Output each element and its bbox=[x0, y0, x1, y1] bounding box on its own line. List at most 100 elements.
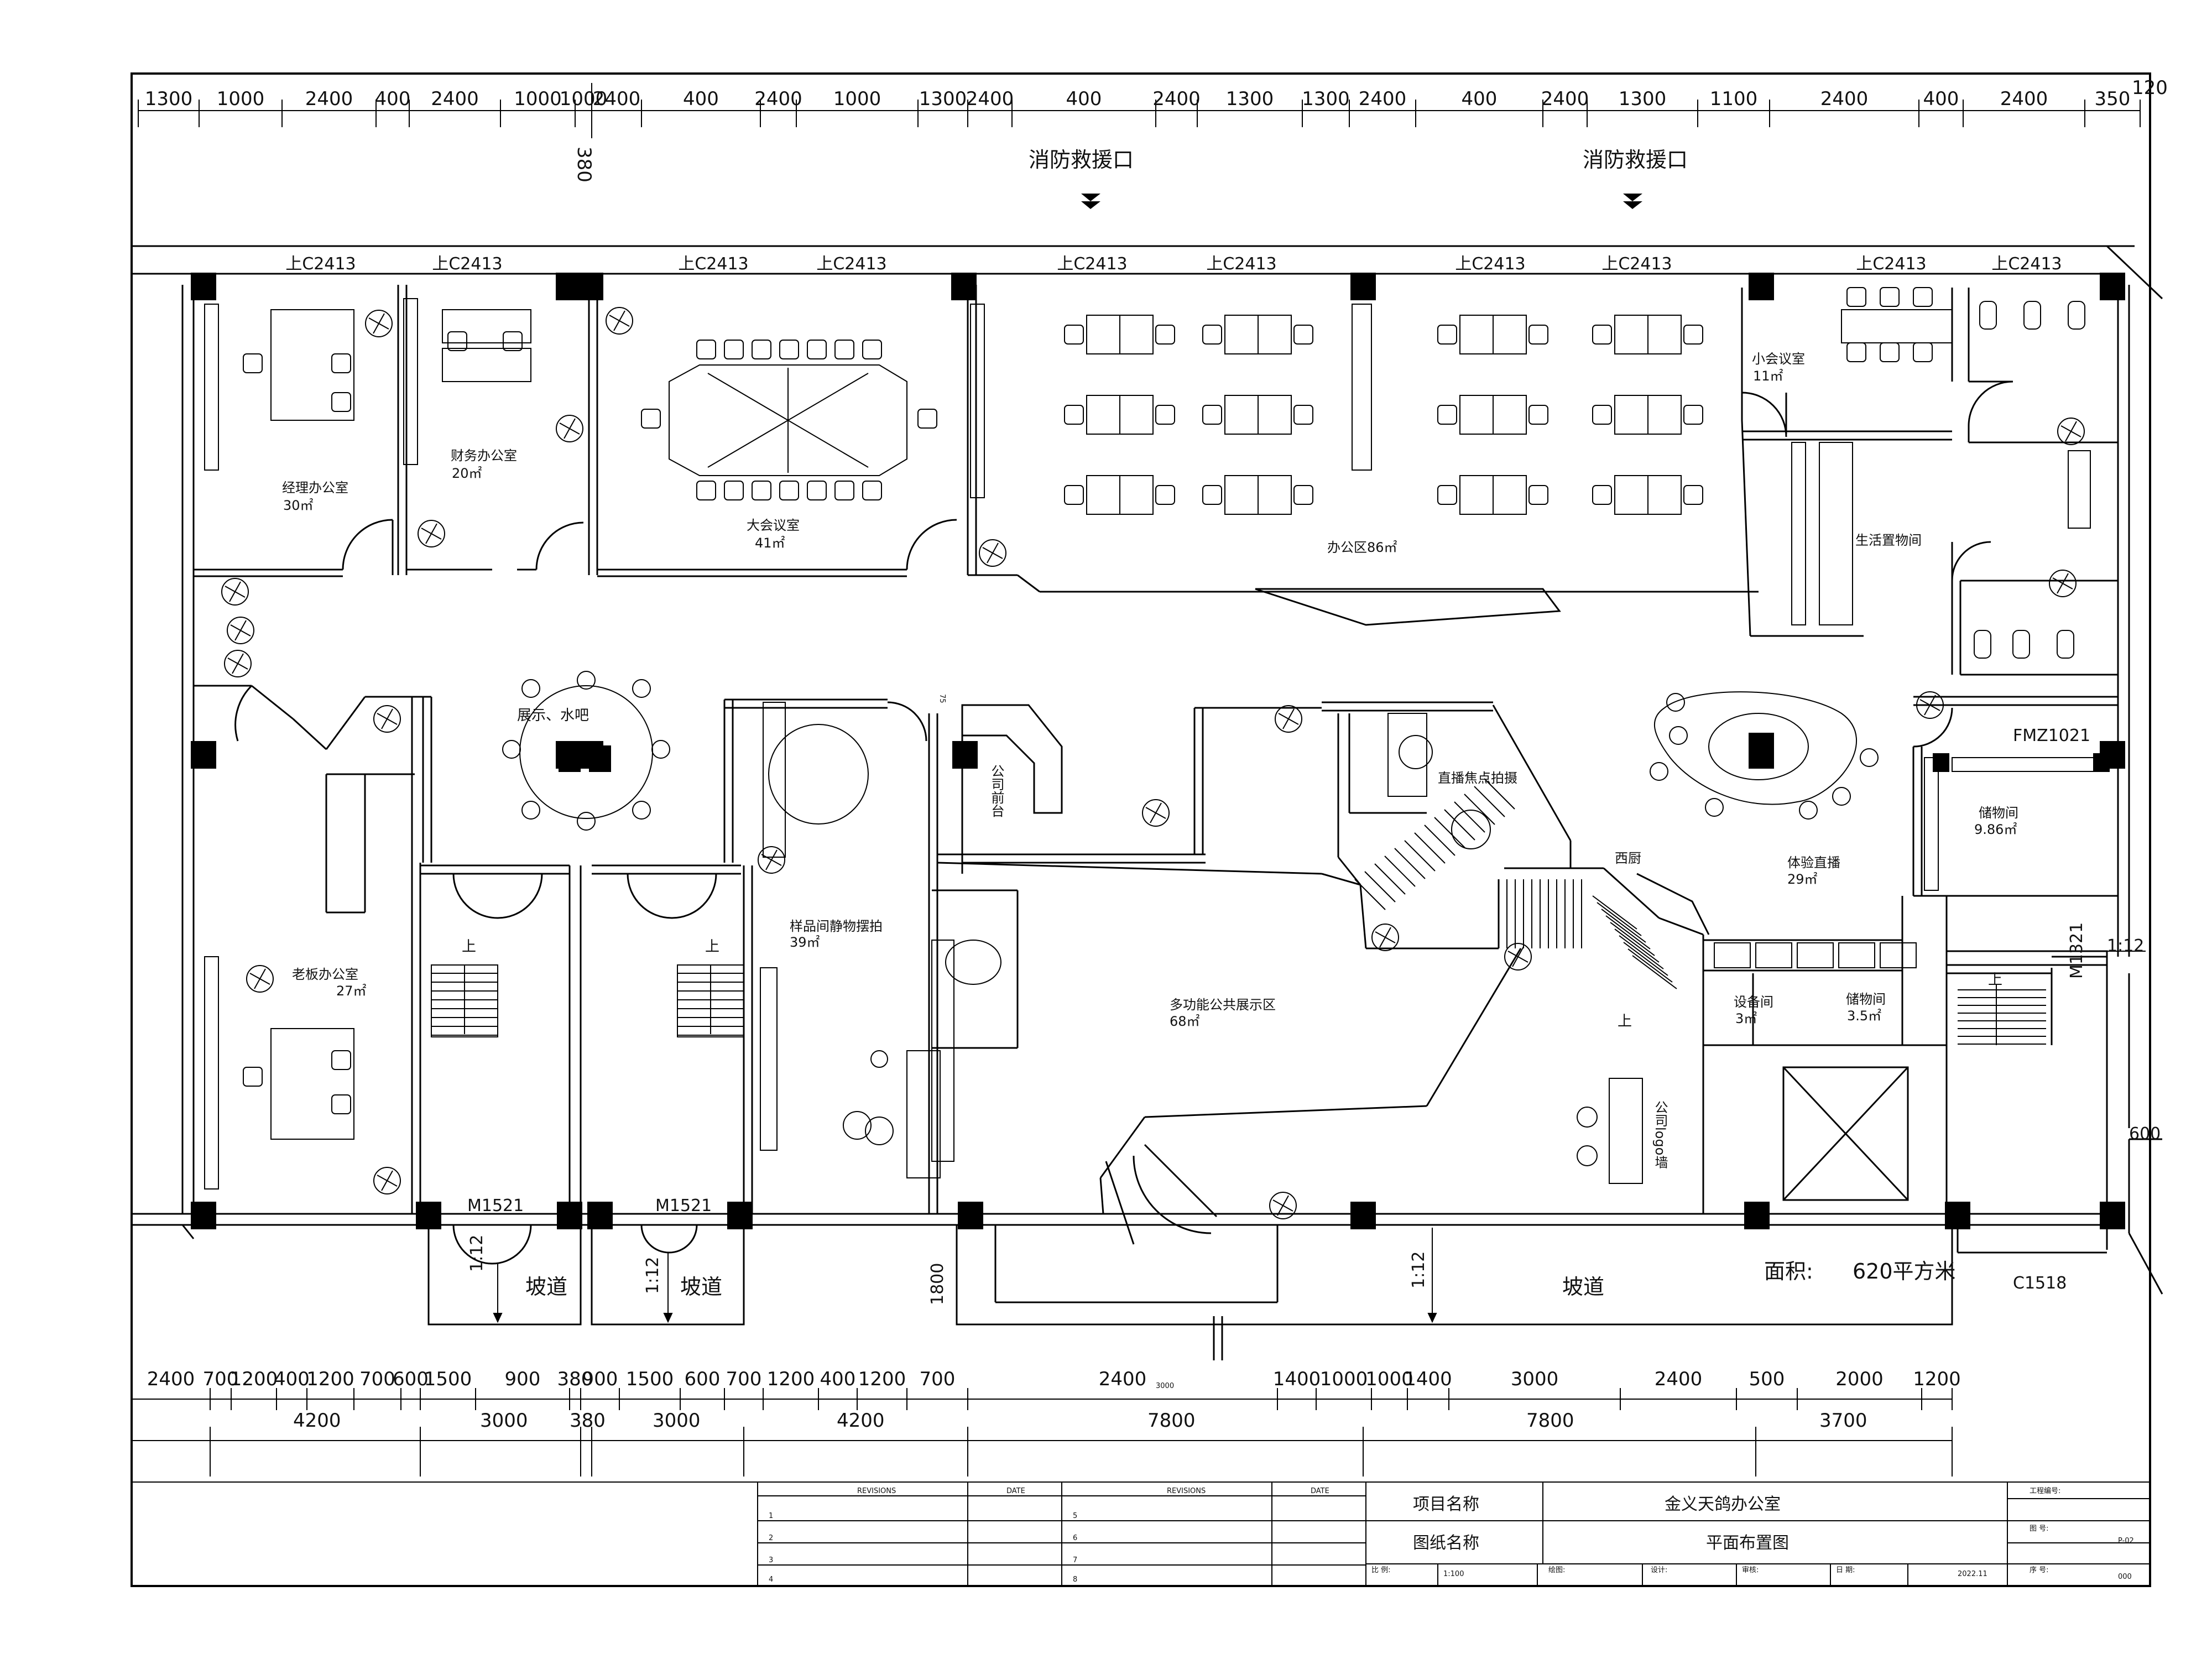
desk bbox=[1119, 315, 1154, 354]
fire-rescue-arrows bbox=[1081, 194, 1642, 209]
stair-tread bbox=[1484, 778, 1515, 810]
top-dim-label: 1000 bbox=[514, 88, 562, 110]
desk bbox=[1819, 442, 1853, 625]
stool bbox=[1669, 726, 1688, 745]
up-label-1: 上 bbox=[462, 938, 476, 955]
top-dim-label: 1300 bbox=[1619, 88, 1667, 110]
column bbox=[1350, 1202, 1376, 1229]
bottom-dim-label: 500 bbox=[1749, 1368, 1785, 1390]
storage-2-label: 储物间 bbox=[1846, 992, 1886, 1007]
project-name-value: 金义天鸽办公室 bbox=[1665, 1495, 1781, 1514]
top-dim-label: 2400 bbox=[1820, 88, 1869, 110]
staircases bbox=[431, 778, 2046, 1045]
slope-label-3: 1:12 bbox=[1409, 1251, 1428, 1288]
chair bbox=[752, 481, 771, 500]
bottom-dim-2: 7800 bbox=[1147, 1410, 1196, 1432]
experience-island bbox=[1654, 691, 1857, 805]
chair bbox=[331, 353, 351, 373]
plant-leaf bbox=[234, 620, 247, 641]
slope-label-4: 1:12 bbox=[2107, 936, 2144, 956]
stool bbox=[521, 801, 540, 820]
column bbox=[1749, 273, 1774, 300]
small-meeting-label: 小会议室 bbox=[1752, 351, 1805, 367]
column bbox=[1945, 1202, 1970, 1229]
bottom-dim-2: 380 bbox=[570, 1410, 606, 1432]
desk bbox=[1924, 757, 1939, 891]
date-header-2: DATE bbox=[1311, 1487, 1329, 1495]
desk bbox=[1459, 475, 1494, 515]
chair bbox=[1293, 325, 1313, 345]
plant-icon bbox=[606, 307, 633, 335]
sofa bbox=[906, 1050, 941, 1178]
plant-icon bbox=[1371, 924, 1399, 951]
round-rug bbox=[768, 724, 869, 825]
bottom-dim-2: 4200 bbox=[293, 1410, 341, 1432]
stair-tread bbox=[1464, 794, 1495, 825]
stair-tread bbox=[1424, 825, 1455, 856]
stair-tread bbox=[1474, 786, 1505, 817]
plant-icon bbox=[365, 310, 393, 337]
plant-icon bbox=[2049, 570, 2077, 597]
ramp-label-1: 坡道 bbox=[525, 1275, 567, 1299]
window-label: 上C2413 bbox=[1455, 254, 1525, 274]
plant-icon bbox=[373, 1167, 401, 1194]
logo-wall-counter bbox=[1577, 1078, 1643, 1184]
bottom-dim-label: 900 bbox=[505, 1368, 541, 1390]
plant-icon bbox=[2057, 418, 2085, 445]
fire-rescue-label-2: 消防救援口 bbox=[1583, 148, 1688, 172]
stair-tread bbox=[1434, 817, 1465, 848]
plant-leaf bbox=[1277, 1195, 1289, 1216]
experience-live-label: 体验直播 bbox=[1787, 855, 1840, 870]
multi-display-label: 多功能公共展示区 bbox=[1170, 997, 1276, 1013]
desk bbox=[1224, 395, 1259, 435]
top-dim-label: 400 bbox=[1462, 88, 1498, 110]
chair bbox=[724, 481, 744, 500]
stool bbox=[577, 812, 596, 831]
chair bbox=[1846, 287, 1866, 307]
big-meeting-area: 41㎡ bbox=[755, 535, 785, 551]
storage-1-area: 9.86㎡ bbox=[1974, 822, 2017, 837]
boss-office-label: 老板办公室 bbox=[292, 967, 358, 982]
chair bbox=[1202, 405, 1222, 425]
plant-icon bbox=[227, 617, 254, 644]
chair bbox=[834, 481, 854, 500]
plant-icon bbox=[246, 965, 274, 993]
bottom-dim-label: 700 bbox=[203, 1368, 239, 1390]
plant-icon bbox=[418, 520, 445, 547]
m1321-label: M1321 bbox=[2067, 922, 2086, 979]
bottom-dim-label: 1200 bbox=[230, 1368, 278, 1390]
top-dim-label: 400 bbox=[375, 88, 411, 110]
plant-icon bbox=[1142, 799, 1170, 827]
desk bbox=[204, 304, 219, 471]
chair bbox=[1155, 325, 1175, 345]
manager-office-label: 经理办公室 bbox=[282, 480, 348, 495]
title-block-lines bbox=[132, 1481, 2150, 1587]
window-label: 上C2413 bbox=[285, 254, 356, 274]
toilet bbox=[1979, 301, 1997, 330]
finance-office-label: 财务办公室 bbox=[451, 448, 517, 463]
side-table bbox=[865, 1117, 894, 1145]
right-top-dim: 120 bbox=[2132, 77, 2168, 99]
chair bbox=[1293, 405, 1313, 425]
desk bbox=[1647, 315, 1682, 354]
chair bbox=[1155, 405, 1175, 425]
stair-tread bbox=[1623, 942, 1668, 976]
check-label: 审核: bbox=[1742, 1566, 1759, 1574]
slope-arrows bbox=[493, 951, 2146, 1323]
desk bbox=[270, 1028, 354, 1140]
equipment-room-label: 设备间 bbox=[1734, 994, 1773, 1010]
bottom-dim-2: 3700 bbox=[1819, 1410, 1867, 1432]
chair bbox=[1064, 325, 1084, 345]
stair-tread bbox=[1454, 801, 1485, 833]
window-label: 上C2413 bbox=[432, 254, 502, 274]
project-name-label: 项目名称 bbox=[1413, 1495, 1479, 1514]
chair bbox=[331, 1094, 351, 1114]
stair-tread bbox=[1394, 848, 1426, 879]
chair bbox=[1202, 325, 1222, 345]
chair bbox=[724, 340, 744, 359]
stool bbox=[577, 671, 596, 690]
stool bbox=[651, 740, 670, 759]
top-dim-label: 400 bbox=[683, 88, 719, 110]
